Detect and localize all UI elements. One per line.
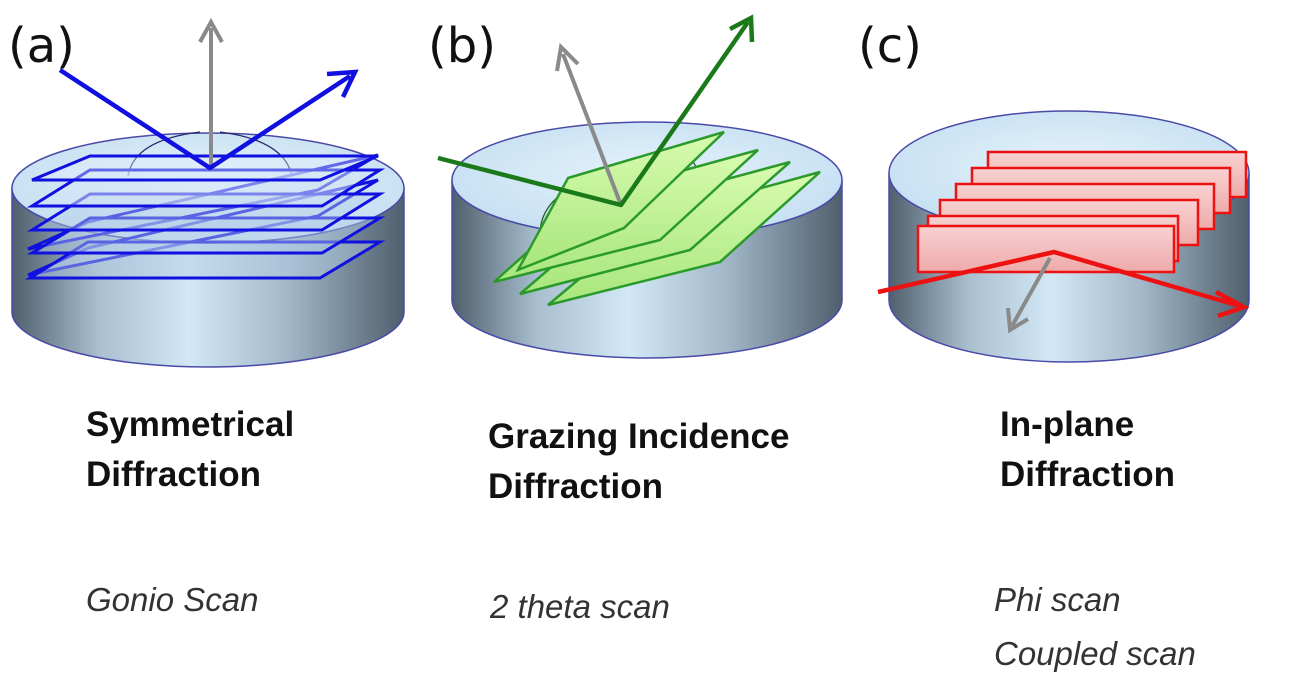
scan-mode: Phi scan xyxy=(994,581,1121,618)
lattice-planes xyxy=(916,150,1248,274)
title-line: Grazing Incidence xyxy=(488,417,790,456)
title-line: Diffraction xyxy=(1000,455,1175,494)
title-line: Symmetrical xyxy=(86,405,295,444)
title-line: Diffraction xyxy=(488,467,663,506)
lattice-planes xyxy=(493,130,821,307)
title-line: Diffraction xyxy=(86,455,261,494)
panel-label-a: (a) xyxy=(8,18,75,74)
normal-vector-arrow xyxy=(561,53,623,206)
incident-diffracted-beam xyxy=(437,20,750,208)
panel-a-scan-modes: Gonio Scan xyxy=(86,573,258,627)
panel-c-graphic xyxy=(877,110,1250,363)
scan-mode: Gonio Scan xyxy=(86,581,259,618)
panel-label-b: (b) xyxy=(428,18,496,74)
panel-c-title: In-plane Diffraction xyxy=(1000,400,1175,500)
normal-vector-arrow xyxy=(1010,257,1052,327)
scan-mode: Coupled scan xyxy=(994,635,1196,672)
panel-b-scan-modes: 2 theta scan xyxy=(490,580,670,634)
incident-diffracted-beam xyxy=(58,68,352,171)
panel-label-c: (c) xyxy=(858,18,922,74)
scan-mode: 2 theta scan xyxy=(490,588,670,625)
title-line: In-plane xyxy=(1000,405,1135,444)
panel-a-title: Symmetrical Diffraction xyxy=(86,400,294,500)
incident-diffracted-beam xyxy=(877,249,1241,309)
panel-c-scan-modes: Phi scan Coupled scan xyxy=(994,573,1196,681)
panel-b-graphic xyxy=(437,14,843,359)
panel-a-graphic xyxy=(11,17,405,368)
panel-b-title: Grazing Incidence Diffraction xyxy=(488,412,789,512)
